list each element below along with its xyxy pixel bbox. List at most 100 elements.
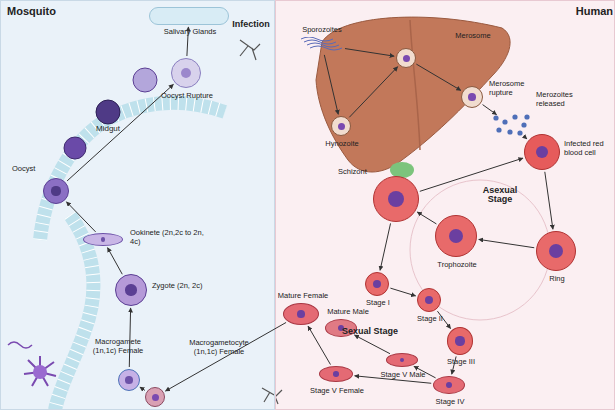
cycle-arrow bbox=[140, 387, 145, 390]
cell-nucleus bbox=[125, 284, 136, 295]
merozoite-symbol bbox=[517, 130, 522, 135]
stage-label: Infected red blood cell bbox=[564, 140, 615, 157]
stage-label: Mature Female bbox=[274, 292, 332, 301]
cell-nucleus bbox=[449, 229, 464, 244]
stage-label: Macrogamete (1n,1c) Female bbox=[84, 338, 152, 355]
merozoite-symbol bbox=[521, 122, 526, 127]
cell-nucleus bbox=[446, 382, 452, 388]
oocyst-cell bbox=[64, 137, 86, 159]
cycle-arrow bbox=[345, 49, 394, 57]
red-cell: Schizont bbox=[373, 176, 419, 222]
merozoite-symbol bbox=[512, 114, 517, 119]
stage-label: Merozoites released bbox=[536, 91, 596, 108]
cycle-arrow bbox=[416, 64, 460, 90]
stage-label: Stage V Male bbox=[374, 371, 432, 380]
stage-label: Mature Male bbox=[322, 308, 374, 317]
red-cell: Trophozoite bbox=[435, 215, 477, 257]
stage-label: Merosome bbox=[447, 32, 499, 41]
merozoite-symbol bbox=[496, 127, 501, 132]
sporozoite-symbol bbox=[310, 46, 342, 50]
exflagellation-symbol bbox=[33, 365, 47, 379]
stage-label: Stage V Female bbox=[305, 387, 369, 396]
cell-nucleus bbox=[51, 186, 60, 195]
merozoite-symbol bbox=[507, 129, 512, 134]
midgut-cells bbox=[55, 215, 93, 410]
red-cell: Stage II bbox=[417, 288, 441, 312]
cycle-arrow bbox=[349, 67, 397, 118]
cell-nucleus bbox=[152, 394, 159, 401]
section-label: Asexual Stage bbox=[470, 186, 530, 204]
cycle-arrow bbox=[67, 84, 173, 180]
panel: MosquitoSalivary GlandsOocyst RuptureOoc… bbox=[0, 0, 275, 410]
panel-title: Human bbox=[569, 5, 613, 18]
oocyst-cell bbox=[96, 100, 120, 124]
liver bbox=[316, 17, 510, 172]
cell-nucleus bbox=[297, 310, 305, 318]
stage-cell: Oocyst Rupture bbox=[171, 58, 201, 88]
stage-label: Trophozoite bbox=[427, 261, 487, 270]
sporozoite-group: Sporozoites bbox=[299, 37, 345, 53]
stage-label: Stage I bbox=[358, 299, 398, 308]
cell-nucleus bbox=[549, 244, 563, 258]
stage-cell: Ookinete (2n,2c to 2n, 4c) bbox=[83, 233, 123, 246]
panel: HumanSporozoitesMerosomeHynozoiteMerosom… bbox=[275, 0, 615, 410]
cell-nucleus bbox=[373, 280, 381, 288]
stage-label: Stage IV bbox=[422, 398, 478, 407]
merozoite-symbol bbox=[502, 119, 507, 124]
stage-label: Hynozoite bbox=[314, 140, 370, 149]
cycle-arrow bbox=[380, 223, 390, 270]
microgamete-symbol bbox=[8, 342, 32, 348]
sporozoite-symbol bbox=[299, 37, 345, 53]
mosquito-symbol bbox=[262, 388, 282, 404]
cell-nucleus bbox=[468, 93, 476, 101]
merozoite-symbol bbox=[491, 113, 531, 137]
cycle-ring bbox=[410, 180, 550, 320]
cycle-arrow bbox=[354, 335, 390, 354]
exflagellation-symbol bbox=[24, 356, 56, 386]
cycle-arrow bbox=[324, 55, 338, 114]
stage-cell: Merosome bbox=[396, 48, 416, 68]
cell-nucleus bbox=[101, 237, 106, 242]
merozoite-symbol bbox=[524, 114, 529, 119]
panel-title: Mosquito bbox=[7, 5, 77, 18]
cell-nucleus bbox=[388, 191, 404, 207]
stage-label: Macrogametocyte (1n,1c) Female bbox=[180, 339, 258, 356]
red-cell: Infected red blood cell bbox=[524, 134, 560, 170]
merozoite-group: Merozoites released bbox=[491, 113, 531, 137]
cell-nucleus bbox=[400, 358, 405, 363]
stage-label: Sporozoites bbox=[294, 26, 350, 35]
cell-nucleus bbox=[125, 376, 133, 384]
cycle-arrow bbox=[524, 136, 527, 139]
stage-cell: Oocyst bbox=[43, 178, 69, 204]
red-cell: Stage I bbox=[365, 272, 389, 296]
cell-nucleus bbox=[403, 55, 410, 62]
stage-label: Oocyst bbox=[12, 165, 46, 174]
gametocyte: Mature Female bbox=[283, 303, 319, 325]
red-cell: Ring bbox=[536, 231, 576, 271]
stage-label: Schizont bbox=[338, 168, 378, 177]
gametocyte: Stage V Female bbox=[319, 366, 353, 382]
cell-nucleus bbox=[536, 146, 549, 159]
section-label: Infection bbox=[228, 20, 274, 29]
stage-label: Oocyst Rupture bbox=[157, 92, 217, 101]
stage-label: Stage III bbox=[439, 358, 483, 367]
oocyst-cell bbox=[133, 68, 157, 92]
cell-nucleus bbox=[181, 68, 192, 79]
section-label: Midgut bbox=[96, 124, 136, 133]
stage-cell: Macrogamete (1n,1c) Female bbox=[118, 369, 140, 391]
stage-label: Stage II bbox=[410, 315, 450, 324]
cell-nucleus bbox=[455, 336, 464, 345]
cycle-arrow bbox=[483, 105, 497, 115]
stage-label: Ookinete (2n,2c to 2n, 4c) bbox=[130, 229, 210, 246]
gametocyte: Stage IV bbox=[433, 376, 465, 394]
stage-cell: Zygote (2n, 2c) bbox=[115, 274, 147, 306]
stage-label: Zygote (2n, 2c) bbox=[152, 282, 214, 291]
cycle-arrow bbox=[108, 248, 123, 275]
cell-nucleus bbox=[338, 123, 345, 130]
midgut-band bbox=[55, 215, 93, 410]
cycle-arrow bbox=[390, 288, 415, 296]
mosquito-panel-fill bbox=[0, 0, 275, 410]
